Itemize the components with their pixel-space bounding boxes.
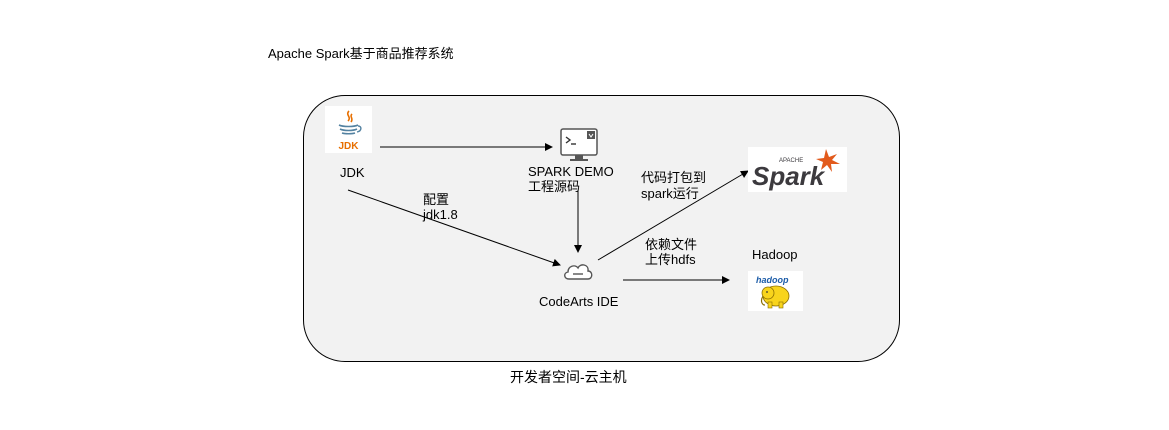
page-title: Apache Spark基于商品推荐系统: [268, 46, 454, 61]
hadoop-logo-text: hadoop: [756, 275, 789, 285]
edge-label-codearts-to-hadoop-line1: 依赖文件: [645, 237, 698, 252]
terminal-window-icon: [560, 128, 598, 161]
java-icon: JDK: [338, 110, 362, 152]
spark-demo-node: [560, 128, 598, 162]
codearts-node: [561, 258, 595, 282]
edge-label-codearts-to-spark-line2: spark运行: [641, 186, 699, 201]
edge-label-codearts-to-hadoop-line2: 上传hdfs: [645, 252, 696, 267]
jdk-node: JDK: [325, 106, 372, 153]
dev-space-container: [303, 95, 900, 362]
apache-spark-logo: APACHE Spark: [752, 149, 840, 191]
edge-label-codearts-to-spark-line1: 代码打包到: [641, 170, 707, 185]
edge-label-jdk-to-codearts-line1: 配置: [423, 192, 450, 207]
spark-logo-small-text: APACHE: [779, 158, 803, 164]
spark-demo-label: SPARK DEMO工程源码: [528, 164, 614, 194]
spark-node: APACHE Spark: [748, 147, 847, 192]
java-icon-text: JDK: [338, 141, 359, 152]
dev-space-label: 开发者空间-云主机: [510, 369, 627, 385]
edge-label-jdk-to-codearts-line2: jdk1.8: [423, 207, 458, 222]
hadoop-label: Hadoop: [752, 247, 798, 262]
jdk-label: JDK: [340, 165, 365, 180]
cloud-icon: [564, 264, 593, 280]
spark-logo-main-text: Spark: [752, 161, 826, 191]
hadoop-node: hadoop: [748, 271, 803, 311]
hadoop-elephant-logo: hadoop: [756, 275, 790, 309]
codearts-label: CodeArts IDE: [539, 294, 619, 309]
